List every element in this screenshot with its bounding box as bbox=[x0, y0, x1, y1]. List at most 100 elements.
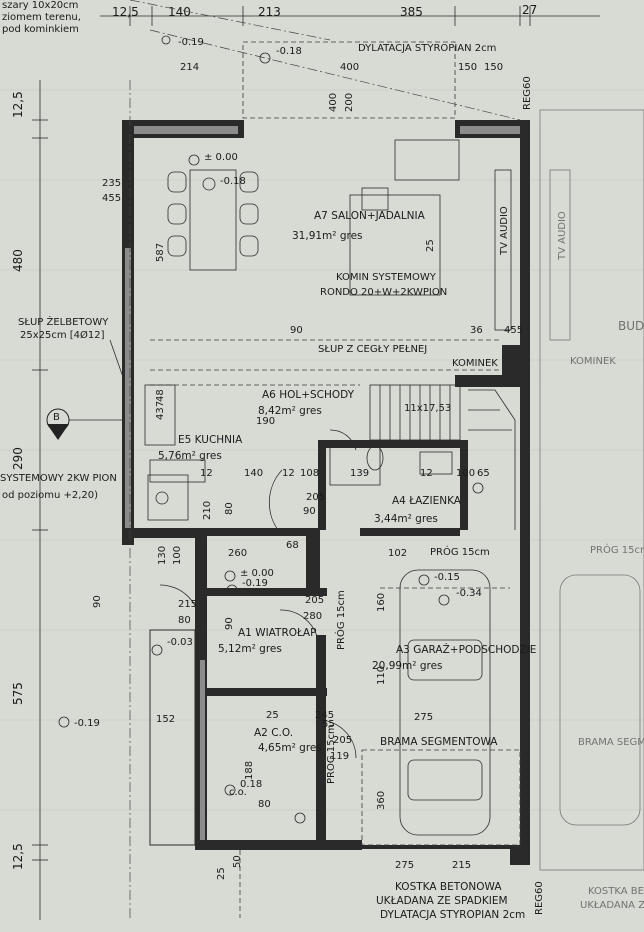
room-a2-area: 4,65m² gres bbox=[258, 742, 322, 754]
svg-text:260: 260 bbox=[228, 548, 247, 559]
outer-walls bbox=[122, 120, 530, 865]
svg-text:245: 245 bbox=[315, 710, 334, 721]
svg-text:140: 140 bbox=[244, 468, 263, 479]
svg-text:0.18: 0.18 bbox=[240, 779, 262, 790]
svg-text:214: 214 bbox=[180, 62, 199, 73]
svg-text:25: 25 bbox=[425, 239, 436, 252]
od-poziomu-label: od poziomu +2,20) bbox=[2, 490, 98, 501]
svg-text:TV AUDIO: TV AUDIO bbox=[557, 211, 568, 261]
slup-cegly-label: SŁUP Z CEGŁY PEŁNEJ bbox=[318, 344, 427, 355]
svg-text:-0.19: -0.19 bbox=[74, 718, 100, 729]
living-furniture: TV AUDIO bbox=[349, 139, 512, 331]
svg-text:200: 200 bbox=[344, 93, 355, 112]
svg-text:188: 188 bbox=[244, 761, 255, 780]
room-a4-name: A4 ŁAZIENKA bbox=[392, 495, 462, 507]
svg-text:100: 100 bbox=[456, 468, 475, 479]
brama-label: BRAMA SEGMENTOWA bbox=[380, 736, 498, 748]
garage-car bbox=[399, 569, 491, 836]
note-line-1: szary 10x20cm bbox=[2, 0, 78, 11]
svg-text:400: 400 bbox=[328, 93, 339, 112]
svg-text:215: 215 bbox=[178, 599, 197, 610]
svg-text:80: 80 bbox=[178, 615, 191, 626]
svg-text:50: 50 bbox=[232, 855, 243, 868]
stairs-label: 11x17,53 bbox=[404, 403, 451, 414]
svg-text:± 0.00: ± 0.00 bbox=[240, 568, 274, 579]
staircase: 11x17,53 bbox=[369, 384, 516, 530]
svg-text:152: 152 bbox=[156, 714, 175, 725]
top-dim-3: 213 bbox=[258, 5, 281, 19]
note-line-3: pod kominkiem bbox=[2, 24, 79, 35]
systemowy-label: SYSTEMOWY 2KW PION bbox=[0, 473, 117, 484]
tv-label: TV AUDIO bbox=[499, 206, 510, 256]
room-a3-area: 20,99m² gres bbox=[372, 660, 443, 672]
svg-text:100: 100 bbox=[172, 546, 183, 565]
svg-text:-0.34: -0.34 bbox=[456, 588, 482, 599]
svg-text:-0.03: -0.03 bbox=[167, 637, 193, 648]
prog-label-1: PRÓG 15cm bbox=[430, 545, 490, 558]
svg-text:KOSTKA BETONOWA: KOSTKA BETONOWA bbox=[588, 886, 644, 897]
left-dim-3: 290 bbox=[11, 447, 25, 470]
level-top: -0.18 bbox=[276, 46, 302, 57]
svg-text:-0.18: -0.18 bbox=[220, 176, 246, 187]
svg-text:455: 455 bbox=[102, 193, 121, 204]
door-swings bbox=[159, 429, 357, 759]
svg-text:119: 119 bbox=[330, 751, 349, 762]
neighbor-building: TV AUDIO BUD KOMINEK BRAMA SEGMENTOWA KO… bbox=[539, 109, 644, 911]
svg-text:587: 587 bbox=[155, 243, 166, 262]
svg-text:280: 280 bbox=[303, 611, 322, 622]
svg-text:205: 205 bbox=[306, 492, 325, 503]
top-dim-1: 12,5 bbox=[112, 5, 139, 19]
room-a6-area: 8,42m² gres bbox=[258, 405, 322, 417]
svg-text:90: 90 bbox=[290, 325, 303, 336]
svg-text:455: 455 bbox=[504, 325, 523, 336]
dylatacja-top-label: DYLATACJA STYROPIAN 2cm bbox=[358, 43, 496, 54]
svg-text:102: 102 bbox=[388, 548, 407, 559]
svg-text:205: 205 bbox=[305, 595, 324, 606]
prog-label-3: PRÓG 15cm bbox=[324, 724, 337, 784]
svg-text:90: 90 bbox=[224, 617, 235, 630]
kitchen-fixtures bbox=[144, 384, 206, 521]
svg-text:90: 90 bbox=[92, 595, 103, 608]
co-label: c.o. bbox=[229, 787, 247, 798]
level-markers: -0.19 -0.15 -0.34 -0.03 -0.19 0.18 ± 0.0… bbox=[58, 482, 484, 824]
svg-text:-0.19: -0.19 bbox=[242, 578, 268, 589]
komin-label: KOMIN SYSTEMOWY bbox=[336, 272, 437, 283]
svg-text:400: 400 bbox=[340, 62, 359, 73]
svg-text:360: 360 bbox=[376, 791, 387, 810]
svg-text:160: 160 bbox=[376, 593, 387, 612]
svg-text:± 0.00: ± 0.00 bbox=[204, 152, 238, 163]
room-labels: A7 SALON+JADALNIA 31,91m² gres A6 HOL+SC… bbox=[158, 210, 536, 754]
svg-text:36: 36 bbox=[470, 325, 483, 336]
svg-text:80: 80 bbox=[258, 799, 271, 810]
svg-text:68: 68 bbox=[286, 540, 299, 551]
svg-text:139: 139 bbox=[350, 468, 369, 479]
svg-text:12: 12 bbox=[282, 468, 295, 479]
svg-text:-0.19: -0.19 bbox=[178, 37, 204, 48]
svg-text:275: 275 bbox=[395, 860, 414, 871]
left-dim-5: 12,5 bbox=[11, 843, 25, 870]
room-a1-name: A1 WIATROŁAP bbox=[238, 627, 316, 639]
svg-text:150: 150 bbox=[458, 62, 477, 73]
room-e5-area: 5,76m² gres bbox=[158, 450, 222, 462]
svg-text:275: 275 bbox=[414, 712, 433, 723]
svg-text:108: 108 bbox=[300, 468, 319, 479]
left-dim-4: 575 bbox=[11, 682, 25, 705]
svg-text:205: 205 bbox=[333, 735, 352, 746]
svg-text:235: 235 bbox=[102, 178, 121, 189]
expansion-joint-top: DYLATACJA STYROPIAN 2cm 214 400 150 150 … bbox=[161, 35, 503, 119]
kostka-2: UKŁADANA ZE SPADKIEM bbox=[376, 895, 508, 907]
dining-table: -0.18 ± 0.00 bbox=[167, 152, 259, 271]
left-dim-1: 12,5 bbox=[11, 91, 25, 118]
annotations: SŁUP ŻELBETOWY 25x25cm [4Ø12] SŁUP Z CEG… bbox=[0, 76, 545, 921]
top-left-note: szary 10x20cm ziomem terenu, pod kominki… bbox=[2, 0, 81, 35]
svg-text:12: 12 bbox=[420, 468, 433, 479]
svg-text:48: 48 bbox=[155, 389, 166, 402]
room-e5-name: E5 KUCHNIA bbox=[178, 434, 243, 446]
svg-text:-0.15: -0.15 bbox=[434, 572, 460, 583]
slup-zelbetowy-label: SŁUP ŻELBETOWY bbox=[18, 315, 109, 328]
top-dim-2: 140 bbox=[168, 5, 191, 19]
svg-text:25: 25 bbox=[266, 710, 279, 721]
svg-text:80: 80 bbox=[224, 502, 235, 515]
svg-text:215: 215 bbox=[452, 860, 471, 871]
